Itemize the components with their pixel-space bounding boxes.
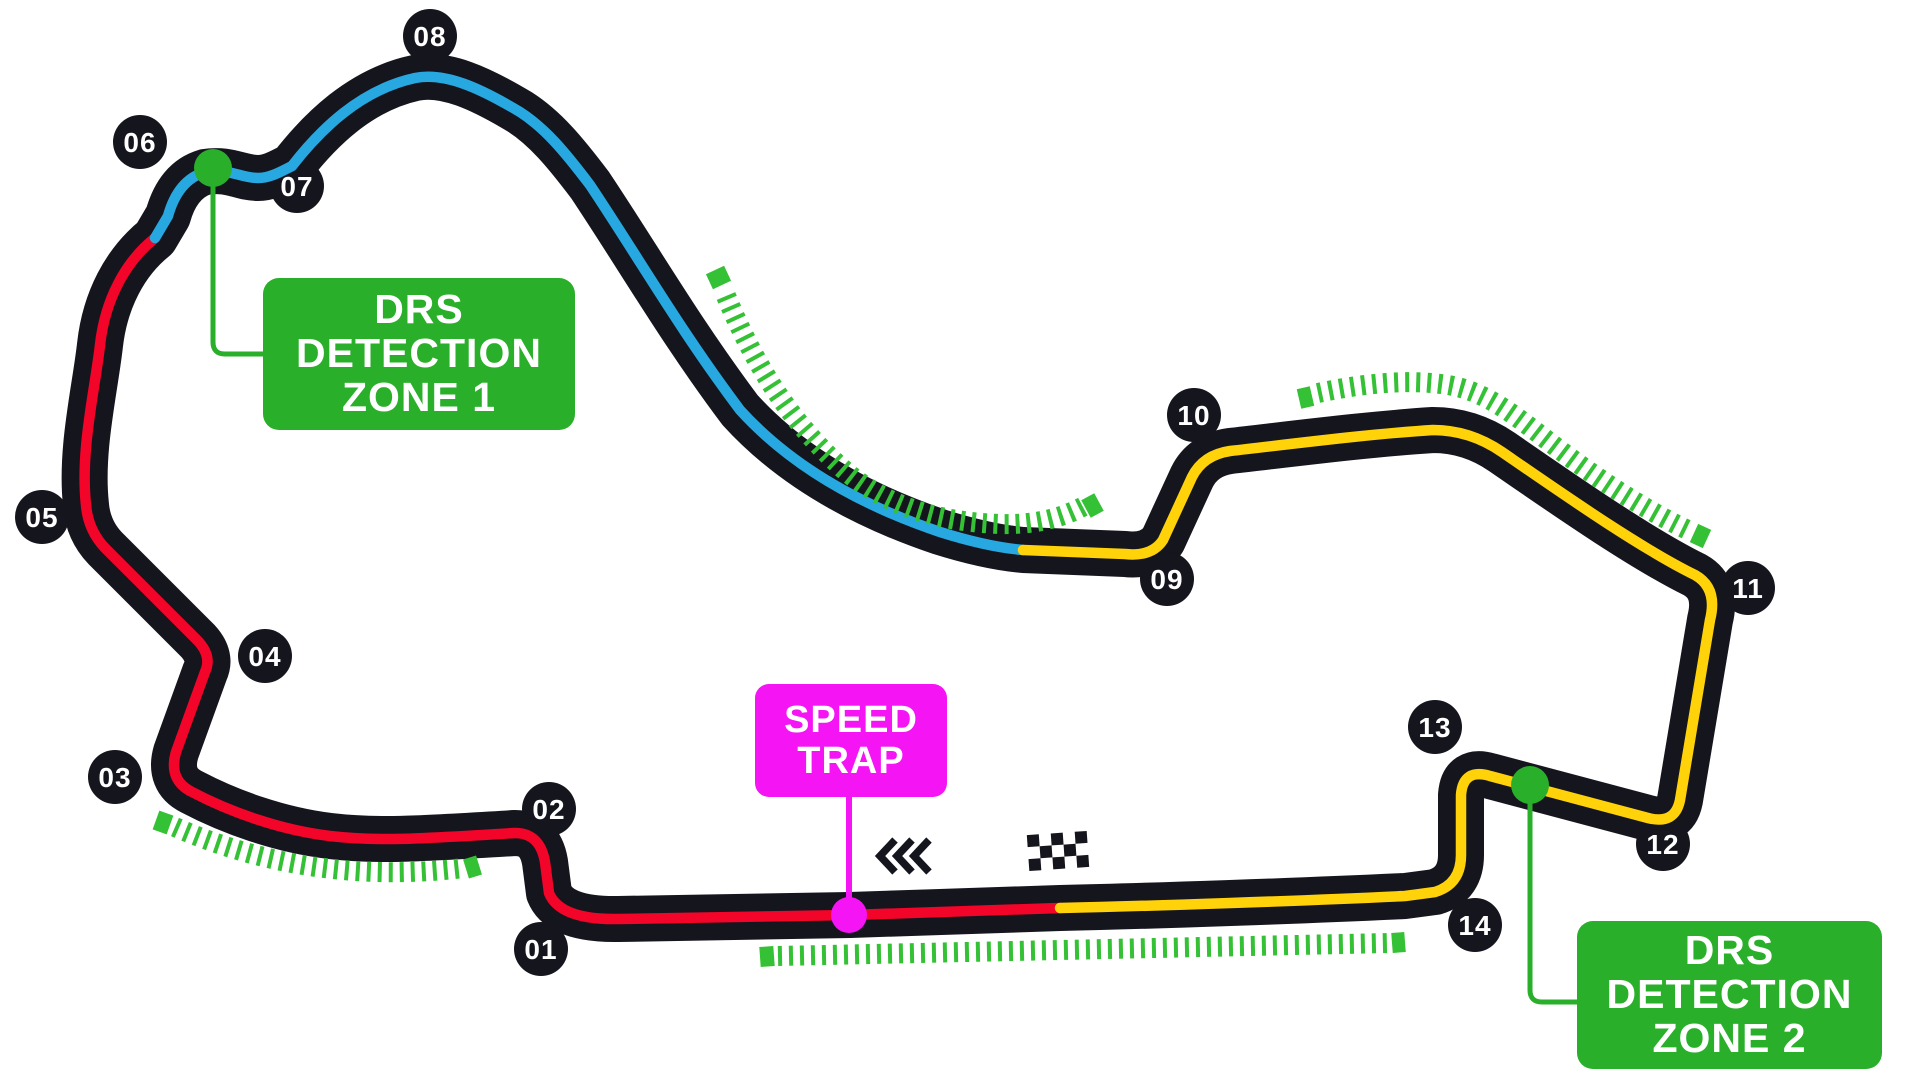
turn-number-07: 07 bbox=[280, 171, 313, 202]
drs-zone-ticks-top-right bbox=[1296, 372, 1712, 549]
turn-marker-02 bbox=[522, 782, 576, 836]
turn-number-04: 04 bbox=[248, 641, 281, 672]
drs1-line2: DETECTION bbox=[296, 330, 542, 377]
turn-marker-05 bbox=[15, 490, 69, 544]
direction-chevrons-icon bbox=[874, 837, 932, 875]
turn-marker-08 bbox=[403, 9, 457, 63]
turn-number-09: 09 bbox=[1150, 564, 1183, 595]
turn-number-05: 05 bbox=[25, 502, 58, 533]
speed-trap-line2: TRAP bbox=[797, 739, 905, 782]
drs-detection-zone-2-label: DRS DETECTION ZONE 2 bbox=[1577, 921, 1882, 1069]
turn-number-10: 10 bbox=[1177, 400, 1210, 431]
turn-number-13: 13 bbox=[1418, 712, 1451, 743]
turn-marker-01 bbox=[514, 922, 568, 976]
turn-number-08: 08 bbox=[413, 21, 446, 52]
turn-number-01: 01 bbox=[524, 934, 557, 965]
speed-trap-label: SPEED TRAP bbox=[755, 684, 947, 797]
speed-trap-line1: SPEED bbox=[784, 698, 918, 741]
sector-1-line bbox=[79, 232, 1066, 925]
drs-zone-ticks-main-straight bbox=[759, 932, 1406, 967]
sector-2-line bbox=[149, 71, 1029, 556]
turn-marker-14 bbox=[1448, 898, 1502, 952]
drs-detection-point-1 bbox=[194, 149, 232, 187]
turn-markers-layer bbox=[15, 9, 1775, 976]
turn-number-12: 12 bbox=[1646, 829, 1679, 860]
turn-marker-12 bbox=[1636, 817, 1690, 871]
drs-detection-point-2 bbox=[1511, 766, 1549, 804]
turn-marker-11 bbox=[1721, 561, 1775, 615]
drs-zone-ticks-bottom-left bbox=[152, 810, 482, 883]
sector-3-line bbox=[1017, 424, 1718, 914]
drs2-connector-line bbox=[1527, 785, 1577, 1005]
drs-detection-zone-1-label: DRS DETECTION ZONE 1 bbox=[263, 278, 575, 430]
turn-numbers-layer: 01 02 03 04 05 06 07 08 09 10 11 12 13 14 bbox=[25, 21, 1764, 965]
start-finish-flag-icon bbox=[1026, 830, 1090, 872]
drs2-line3: ZONE 2 bbox=[1652, 1014, 1807, 1061]
turn-number-02: 02 bbox=[532, 794, 565, 825]
turn-marker-03 bbox=[88, 750, 142, 804]
turn-number-06: 06 bbox=[123, 127, 156, 158]
turn-marker-09 bbox=[1140, 552, 1194, 606]
turn-marker-06 bbox=[113, 115, 167, 169]
drs1-connector-line bbox=[210, 168, 263, 357]
drs1-line3: ZONE 1 bbox=[341, 373, 497, 420]
drs2-line2: DETECTION bbox=[1606, 971, 1853, 1018]
drs2-line1: DRS bbox=[1684, 927, 1775, 974]
turn-marker-10 bbox=[1167, 388, 1221, 442]
turn-number-11: 11 bbox=[1732, 573, 1764, 604]
speed-trap-point bbox=[831, 897, 867, 933]
turn-marker-04 bbox=[238, 629, 292, 683]
drs1-line1: DRS bbox=[374, 286, 464, 333]
turn-number-03: 03 bbox=[98, 762, 131, 793]
drs-zone-ticks-esses bbox=[705, 265, 1104, 535]
turn-number-14: 14 bbox=[1458, 910, 1491, 941]
turn-marker-13 bbox=[1408, 700, 1462, 754]
